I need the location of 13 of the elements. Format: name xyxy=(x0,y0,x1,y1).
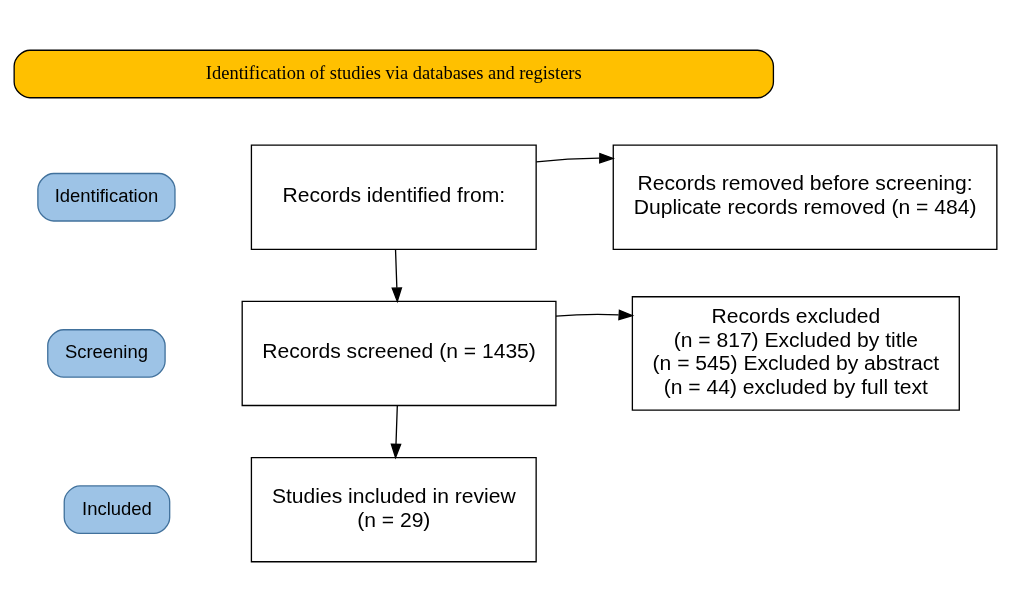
arrow xyxy=(555,308,635,320)
arrow xyxy=(390,404,402,459)
node-box: Identification xyxy=(37,172,176,222)
arrow xyxy=(535,152,615,164)
node-box: Records identified from: xyxy=(250,144,537,250)
arrow xyxy=(391,248,403,303)
node-box: Screening xyxy=(47,328,166,378)
node-box: Records removed before screening: Duplicate records removed (n = 484) xyxy=(612,144,998,250)
node-box: Records excluded (n = 817) Excluded by title (n = 545) Excluded by abstract (n = 44) excluded by full text xyxy=(631,295,960,411)
node-box: Records screened (n = 1435) xyxy=(241,300,557,406)
node-box: Studies included in review (n = 29) xyxy=(250,456,537,562)
node-box: Identification of studies via databases and registers xyxy=(13,49,775,98)
node-box: Included xyxy=(63,484,171,534)
